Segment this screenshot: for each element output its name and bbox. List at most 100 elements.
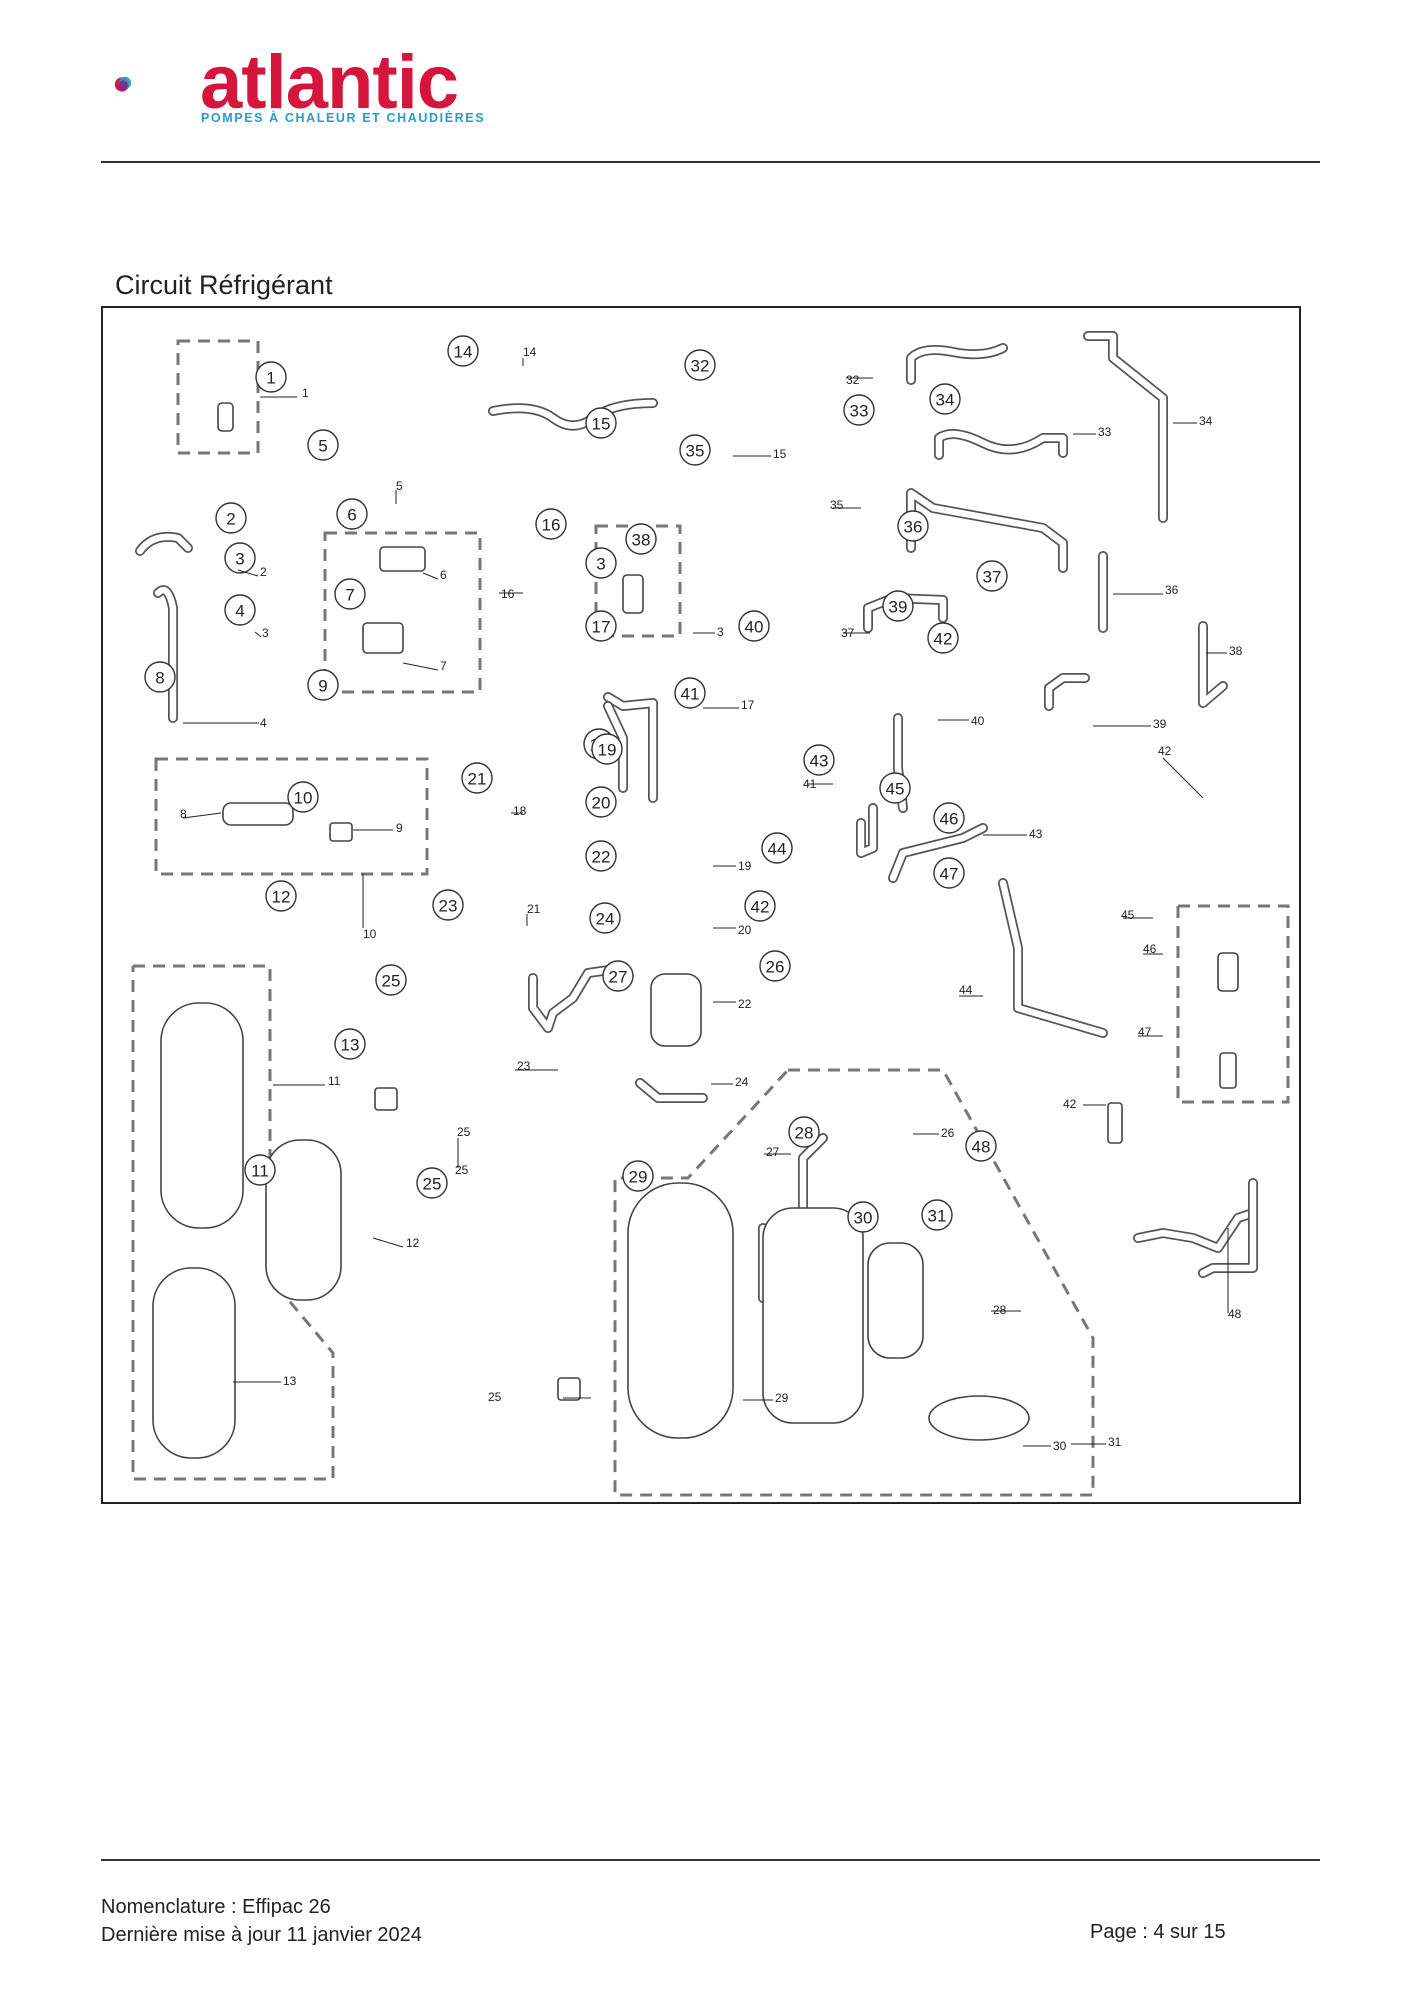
solenoid-valve-coil-part: [379, 546, 426, 572]
part-tag-29: 29: [743, 1391, 789, 1405]
group-box-10: [154, 757, 429, 876]
callout-14: 14: [447, 335, 479, 367]
svg-text:11: 11: [328, 1074, 341, 1088]
svg-text:35: 35: [686, 442, 705, 461]
svg-text:24: 24: [735, 1075, 749, 1089]
svg-text:13: 13: [341, 1036, 360, 1055]
callout-39: 39: [882, 590, 914, 622]
exploded-diagram-frame: 1234567891011121314151617181920212223242…: [101, 306, 1301, 1504]
pressure-switch-part: [1217, 952, 1239, 992]
heating-belt-part: [928, 1395, 1030, 1441]
part-tag-6: 6: [422, 568, 447, 582]
svg-text:2: 2: [260, 565, 267, 579]
callout-20: 20: [585, 786, 617, 818]
callout-42: 42: [927, 622, 959, 654]
part-tag-38: 38: [1206, 644, 1243, 658]
svg-text:21: 21: [468, 770, 487, 789]
svg-text:22: 22: [738, 997, 752, 1011]
group-box-45: [1176, 904, 1290, 1104]
part-tag-9: 9: [353, 821, 403, 835]
callout-25: 25: [416, 1167, 448, 1199]
svg-text:5: 5: [396, 479, 403, 493]
part-tag-5: 5: [395, 479, 403, 504]
part-tag-28: 28: [991, 1303, 1021, 1317]
callout-45: 45: [879, 772, 911, 804]
svg-text:29: 29: [775, 1391, 789, 1405]
svg-text:13: 13: [283, 1374, 297, 1388]
svg-text:31: 31: [1108, 1435, 1122, 1449]
pipes: [135, 331, 1258, 1313]
svg-text:7: 7: [345, 586, 354, 605]
callout-46: 46: [933, 802, 965, 834]
svg-text:12: 12: [272, 888, 291, 907]
compressor-part: [762, 1207, 864, 1424]
svg-text:27: 27: [609, 968, 628, 987]
part-tag-35: 35: [830, 498, 861, 512]
svg-text:3: 3: [235, 550, 244, 569]
access-port-part: [1107, 1102, 1123, 1144]
part-tag-34: 34: [1173, 414, 1213, 428]
callout-layer: 1234567891011121314151617181920212223242…: [144, 335, 1008, 1233]
svg-text:1: 1: [266, 369, 275, 388]
part-tag-44: 44: [959, 983, 983, 997]
part-tag-41: 41: [803, 777, 833, 791]
svg-text:44: 44: [768, 840, 787, 859]
footer-meta: Nomenclature : Effipac 26 Dernière mise …: [101, 1893, 422, 1949]
solenoid-coil-part: [217, 402, 234, 432]
svg-text:42: 42: [1063, 1097, 1077, 1111]
part-tag-24: 24: [711, 1075, 749, 1089]
part-tag-10: 10: [362, 874, 377, 941]
svg-text:40: 40: [971, 714, 985, 728]
part-tag-48: 48: [1227, 1228, 1242, 1321]
part-tag-32: 32: [846, 373, 873, 387]
group-box-5: [323, 531, 482, 694]
svg-text:16: 16: [501, 587, 515, 601]
svg-text:47: 47: [1138, 1025, 1152, 1039]
part-tag-1: 1: [260, 386, 309, 400]
callout-34: 34: [929, 383, 961, 415]
svg-text:3: 3: [262, 626, 269, 640]
footer-last-update: Dernière mise à jour 11 janvier 2024: [101, 1924, 422, 1946]
section-title: Circuit Réfrigérant: [115, 270, 333, 300]
part-tag-8: 8: [180, 807, 222, 821]
atlantic-logo-mark: [114, 76, 132, 92]
callout-41: 41: [674, 677, 706, 709]
part-tag-3: 3: [254, 626, 269, 640]
footer-divider: [101, 1859, 1320, 1861]
part-tag-17: 17: [703, 698, 755, 712]
callout-38: 38: [625, 523, 657, 555]
callout-48: 48: [965, 1130, 997, 1162]
part-tag-25: 25: [455, 1138, 469, 1177]
svg-text:6: 6: [440, 568, 447, 582]
part-tag-layer: 1234567891011121314151617181920212223242…: [180, 345, 1243, 1453]
svg-text:37: 37: [983, 568, 1002, 587]
callout-37: 37: [976, 560, 1008, 592]
part-tag-37: 37: [841, 626, 870, 640]
page-indicator: Page : 4 sur 15: [1090, 1921, 1226, 1943]
svg-text:25: 25: [455, 1163, 469, 1177]
part-tag-13: 13: [233, 1374, 297, 1388]
svg-text:26: 26: [766, 958, 785, 977]
part-tag-42: 42: [1158, 744, 1204, 799]
dryer-filter-part: [650, 973, 702, 1047]
callout-7: 7: [334, 578, 366, 610]
svg-text:8: 8: [180, 807, 187, 821]
part-tag-26: 26: [913, 1126, 955, 1140]
svg-text:39: 39: [1153, 717, 1167, 731]
svg-text:22: 22: [592, 848, 611, 867]
svg-text:29: 29: [629, 1168, 648, 1187]
svg-text:4: 4: [235, 602, 244, 621]
svg-text:18: 18: [513, 804, 527, 818]
part-tag-31: 31: [1071, 1435, 1122, 1449]
part-tag-33: 33: [1073, 425, 1112, 439]
part-tag-7: 7: [402, 659, 447, 673]
compressor-shell-part: [627, 1182, 734, 1439]
header-divider: [101, 161, 1320, 163]
callout-23: 23: [432, 889, 464, 921]
part-tag-25: 25: [457, 1125, 471, 1139]
svg-text:34: 34: [936, 391, 955, 410]
callout-43: 43: [803, 744, 835, 776]
four-way-coil-part: [329, 822, 353, 842]
callout-31: 31: [921, 1199, 953, 1231]
svg-text:28: 28: [795, 1124, 814, 1143]
